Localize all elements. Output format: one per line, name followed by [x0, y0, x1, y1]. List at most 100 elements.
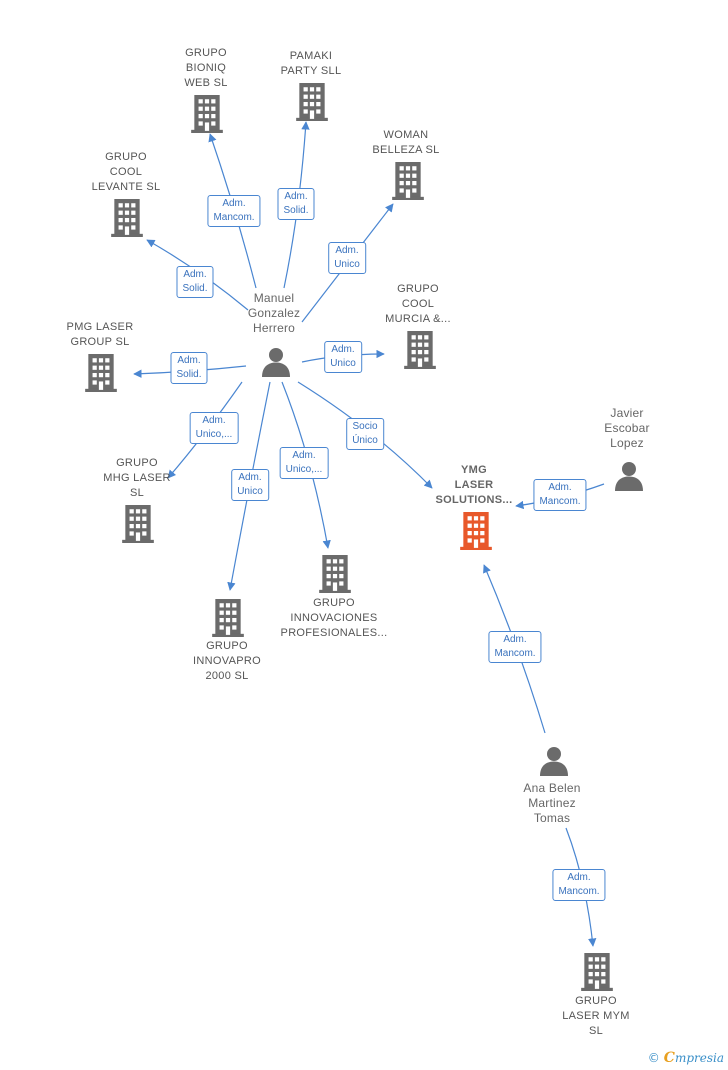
node-label-line: LASER MYM: [562, 1010, 630, 1022]
edge-label-javier-to-ymg[interactable]: Adm. Mancom.: [533, 479, 587, 511]
node-label-line: Lopez: [610, 436, 644, 450]
edge-label-line: Adm.: [183, 269, 207, 280]
node-label-laser-mym[interactable]: GRUPO LASER MYM SL: [562, 994, 630, 1039]
ymg-building-icon[interactable]: [460, 512, 492, 550]
edge-label-line: Mancom.: [558, 886, 600, 897]
node-label-line: PAMAKI: [289, 50, 333, 62]
node-label-innovapro[interactable]: GRUPO INNOVAPRO 2000 SL: [193, 639, 261, 684]
node-label-line: GRUPO: [185, 47, 227, 59]
edge-label-manuel-to-pamaki[interactable]: Adm. Solid.: [277, 188, 315, 220]
edge-label-line: Socio: [352, 421, 378, 432]
node-label-line: PMG LASER: [66, 321, 134, 333]
edge-label-manuel-to-innovaciones[interactable]: Adm.Unico,...: [279, 447, 329, 479]
node-label-line: Javier: [610, 406, 644, 420]
brand-name: mpresia: [674, 1051, 724, 1065]
edge-label-line: Solid.: [283, 205, 309, 216]
innovaciones-building-icon[interactable]: [319, 555, 351, 593]
edge-label-manuel-to-bioniq[interactable]: Adm. Mancom.: [207, 195, 261, 227]
node-label-line: YMG: [461, 464, 487, 476]
mhg-building-icon[interactable]: [122, 505, 154, 543]
edge-label-line: Mancom.: [213, 212, 255, 223]
node-label-line: GRUPO: [105, 151, 147, 163]
node-label-line: COOL: [401, 298, 435, 310]
edge-label-manuel-to-innovapro[interactable]: Adm. Unico: [231, 469, 269, 501]
node-label-line: PROFESIONALES...: [280, 627, 388, 639]
pamaki-building-icon[interactable]: [296, 83, 328, 121]
node-label-line: SOLUTIONS...: [435, 494, 513, 506]
edge-label-ana-to-ymg[interactable]: Adm. Mancom.: [488, 631, 542, 663]
edge-label-line: Unico,...: [195, 429, 233, 440]
empresia-watermark: ©Cmpresia: [648, 1050, 724, 1066]
edge-label-manuel-to-pmg[interactable]: Adm. Solid.: [170, 352, 208, 384]
cool-murcia-building-icon[interactable]: [404, 331, 436, 369]
node-label-line: Manuel: [253, 291, 295, 305]
node-label-pamaki[interactable]: PAMAKI PARTY SLL: [281, 49, 342, 79]
edge-label-line: Adm.: [177, 355, 201, 366]
node-label-line: WEB SL: [184, 77, 228, 89]
javier-person-icon[interactable]: [615, 462, 643, 491]
woman-building-icon[interactable]: [392, 162, 424, 200]
edge-label-line: Mancom.: [494, 648, 536, 659]
manuel-person-icon[interactable]: [262, 348, 290, 377]
edge-label-line: Unico: [330, 358, 356, 369]
edge-label-line: Adm.: [503, 634, 527, 645]
node-label-line: WOMAN: [383, 129, 429, 141]
edge-label-ana-to-laser_mym[interactable]: Adm.Mancom.: [552, 869, 606, 901]
node-label-line: COOL: [109, 166, 143, 178]
bioniq-building-icon[interactable]: [191, 95, 223, 133]
node-label-line: PARTY SLL: [280, 65, 342, 77]
node-label-pmg[interactable]: PMG LASER GROUP SL: [67, 320, 134, 350]
edge-label-manuel-to-cool_levante[interactable]: Adm. Solid.: [176, 266, 214, 298]
edge-label-line: Adm.: [284, 191, 308, 202]
edge-label-line: Adm.: [238, 472, 262, 483]
edge-label-line: Solid.: [182, 283, 208, 294]
node-label-line: BELLEZA SL: [372, 144, 440, 156]
edge-label-line: Mancom.: [539, 496, 581, 507]
node-label-line: GRUPO: [397, 283, 439, 295]
node-label-line: GRUPO: [575, 995, 617, 1007]
pmg-building-icon[interactable]: [85, 354, 117, 392]
node-label-line: SL: [129, 487, 145, 499]
edge-label-line: Solid.: [176, 369, 202, 380]
edge-label-manuel-to-mhg[interactable]: Adm. Unico,...: [189, 412, 239, 444]
innovapro-building-icon[interactable]: [212, 599, 244, 637]
node-label-line: Escobar: [604, 421, 650, 435]
node-label-cool-murcia[interactable]: GRUPO COOL MURCIA &...: [385, 282, 451, 327]
node-label-line: Herrero: [252, 321, 296, 335]
copyright-icon: ©: [647, 1051, 660, 1065]
node-label-line: Ana Belen: [523, 781, 581, 795]
edge-label-line: Adm.: [335, 245, 359, 256]
laser-mym-building-icon[interactable]: [581, 953, 613, 991]
edge-label-line: Unico,...: [285, 464, 323, 475]
node-label-line: MURCIA &...: [385, 313, 451, 325]
cool-levante-building-icon[interactable]: [111, 199, 143, 237]
ana-person-icon[interactable]: [540, 747, 568, 776]
node-label-line: MHG LASER: [103, 472, 171, 484]
edge-label-line: Unico: [334, 259, 360, 270]
node-label-line: Tomas: [533, 811, 571, 825]
node-label-line: 2000 SL: [205, 670, 249, 682]
edge-label-line: Unico: [237, 486, 263, 497]
node-label-line: GRUPO: [313, 597, 355, 609]
edge-label-manuel-to-woman[interactable]: Adm. Unico: [328, 242, 366, 274]
node-label-line: Martinez: [528, 796, 576, 810]
node-label-line: GRUPO: [206, 640, 248, 652]
edge-label-line: Adm.: [202, 415, 226, 426]
edge-label-line: Adm.: [222, 198, 246, 209]
node-label-line: GROUP SL: [70, 336, 130, 348]
edge-label-line: Adm.: [548, 482, 572, 493]
node-label-line: INNOVAPRO: [193, 655, 261, 667]
edge-label-manuel-to-cool_murcia[interactable]: Adm.Unico: [324, 341, 362, 373]
node-label-line: BIONIQ: [185, 62, 227, 74]
node-label-bioniq[interactable]: GRUPO BIONIQ WEB SL: [184, 46, 227, 91]
node-label-line: SL: [588, 1025, 604, 1037]
node-label-woman[interactable]: WOMAN BELLEZA SL: [372, 128, 439, 158]
